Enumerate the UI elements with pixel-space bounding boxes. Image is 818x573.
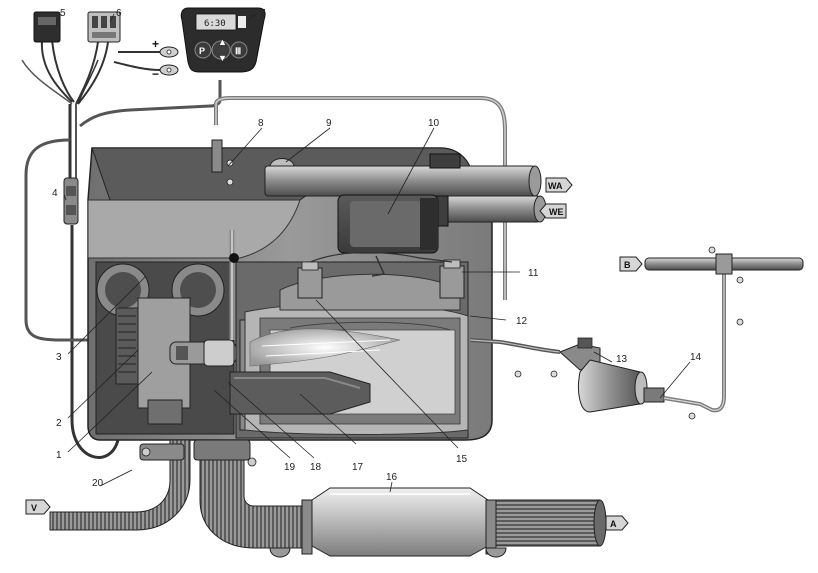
- exhaust-outlet: [193, 439, 313, 555]
- wiring-harness: [21, 39, 507, 459]
- flame: [249, 328, 401, 367]
- fuse-holder: [87, 11, 121, 43]
- harness-connector-5: [33, 11, 61, 43]
- callout-10: 10: [428, 118, 440, 129]
- fuel-dosing-pump: [559, 337, 665, 413]
- battery-plus-label: +: [152, 37, 159, 51]
- temperature-limiter: [309, 251, 465, 299]
- leader-lines: [55, 13, 691, 493]
- callout-17: 17: [352, 462, 364, 473]
- callout-11: 11: [528, 268, 539, 279]
- combustion-tube: [229, 371, 371, 415]
- callout-12: 12: [516, 316, 528, 327]
- port-b-label: B: [624, 260, 631, 270]
- callout-18: 18: [310, 462, 322, 473]
- control-panel-display: 6:30: [204, 19, 226, 29]
- callout-2: 2: [56, 418, 62, 429]
- exhaust-tailpipe: A: [495, 499, 629, 547]
- control-panel-p-button[interactable]: P: [199, 46, 205, 56]
- battery-terminals: + −: [152, 37, 179, 81]
- callout-1: 1: [56, 450, 62, 461]
- exhaust-silencer: [269, 487, 507, 558]
- port-wa-label: WA: [548, 181, 563, 191]
- battery-minus-label: −: [152, 67, 159, 81]
- callout-16: 16: [386, 472, 398, 483]
- callout-3: 3: [56, 352, 62, 363]
- glow-plug: [169, 339, 237, 367]
- callout-5: 5: [60, 8, 66, 19]
- callout-8: 8: [258, 118, 264, 129]
- callout-7: 7: [260, 8, 266, 19]
- port-a-label: A: [610, 519, 617, 529]
- callout-numbers: 5 6 7 4 8 9 10 11 12 13 14 15 16 17 18 1…: [52, 8, 702, 489]
- port-v-label: V: [31, 503, 37, 513]
- fuel-supply-line: B: [619, 246, 804, 420]
- callout-20: 20: [92, 478, 104, 489]
- callout-15: 15: [456, 454, 468, 465]
- port-we-label: WE: [549, 207, 564, 217]
- temperature-sensor: [211, 139, 234, 186]
- inline-connector: [63, 177, 79, 225]
- callout-4: 4: [52, 188, 58, 199]
- coolant-line: [229, 230, 239, 340]
- circulation-pump: [337, 194, 439, 254]
- callout-9: 9: [326, 118, 332, 129]
- control-panel-down-icon[interactable]: ▼: [218, 53, 227, 63]
- callout-13: 13: [616, 354, 628, 365]
- control-panel-heat-button[interactable]: Ⅲ: [235, 46, 241, 56]
- motor-ribs: [118, 315, 136, 373]
- flame-sensor: [297, 261, 323, 299]
- callout-6: 6: [116, 8, 122, 19]
- callout-19: 19: [284, 462, 296, 473]
- fuel-line: [469, 338, 561, 378]
- control-panel-up-icon[interactable]: ▲: [218, 37, 227, 47]
- water-connections: WA WE: [264, 153, 573, 227]
- callout-14: 14: [690, 352, 702, 363]
- control-panel: 6:30 P ▲ ▼ Ⅲ: [180, 7, 266, 73]
- combustion-air-intake: V: [25, 439, 191, 531]
